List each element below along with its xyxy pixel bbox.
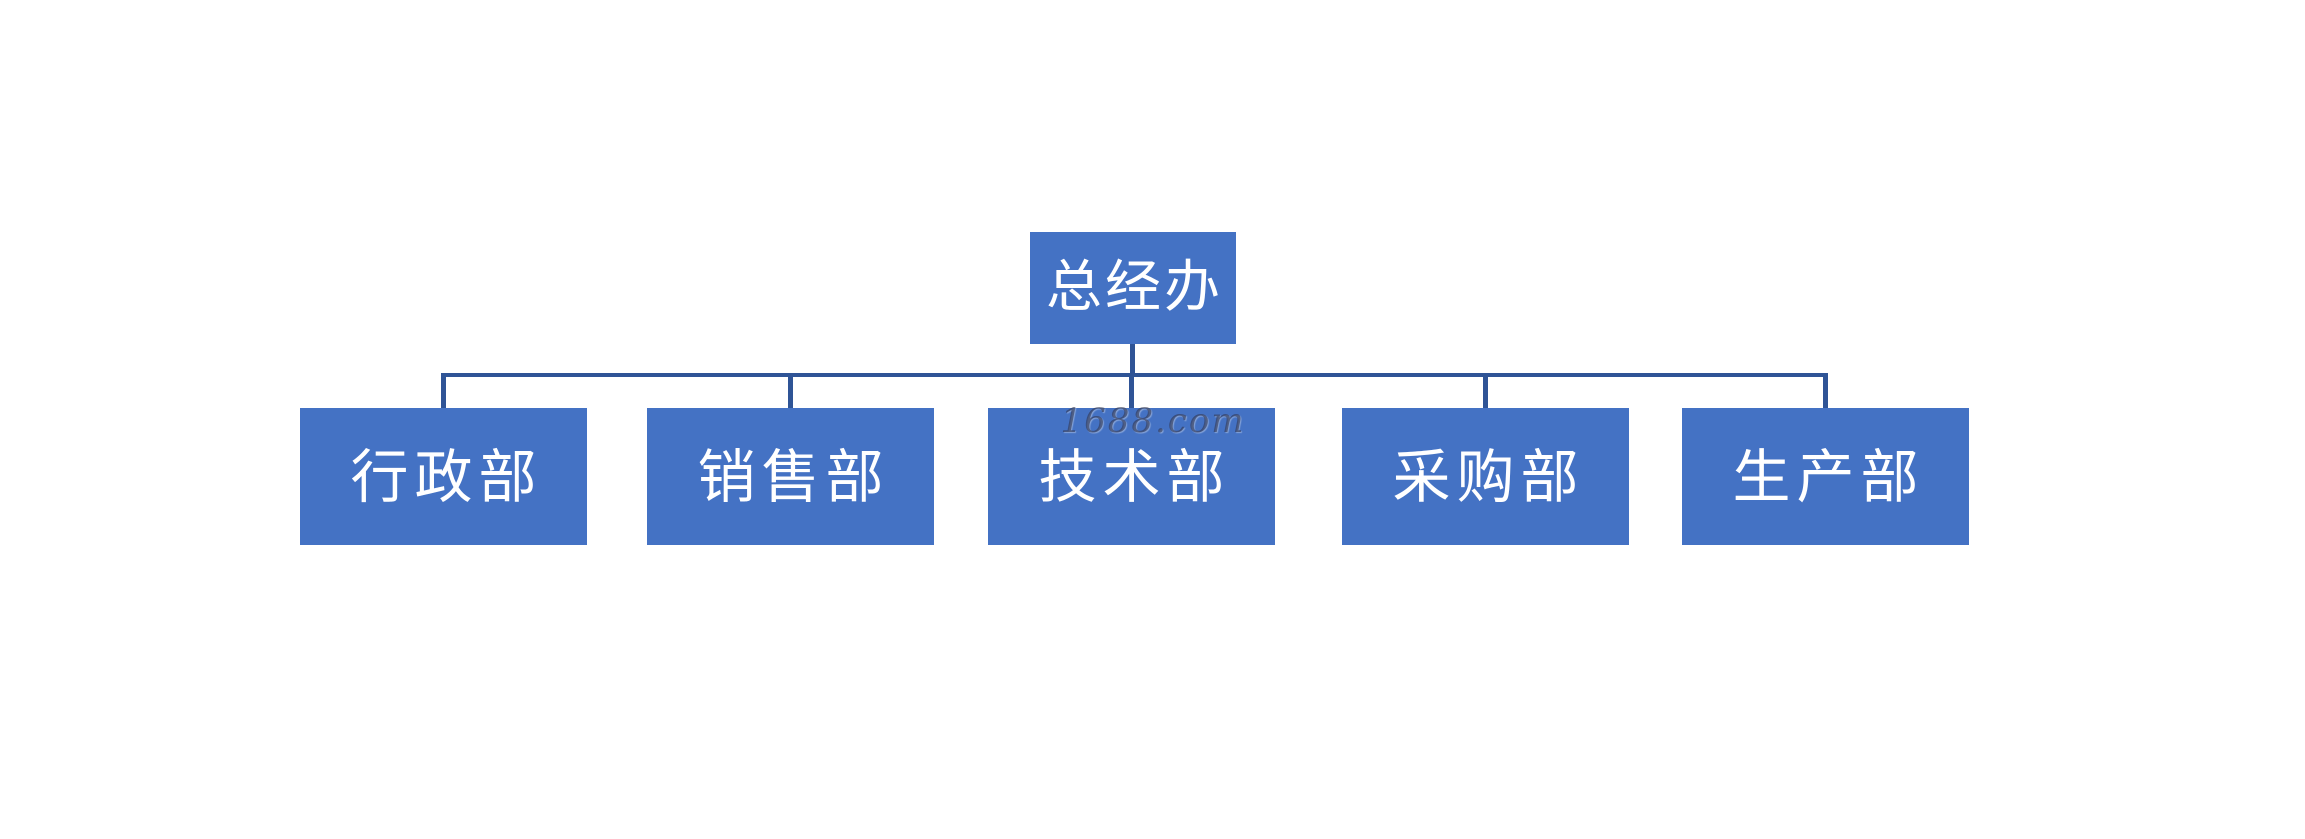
org-node-tech-dept: 技术部 xyxy=(988,408,1275,545)
org-node-production-dept: 生产部 xyxy=(1682,408,1969,545)
connector-root-stub xyxy=(1130,344,1135,374)
connector-horizontal-rail xyxy=(441,373,1828,377)
connector-drop-admin xyxy=(441,373,446,408)
org-node-purchasing-dept: 采购部 xyxy=(1342,408,1629,545)
connector-drop-tech xyxy=(1129,373,1134,408)
connector-drop-purchasing xyxy=(1483,373,1488,408)
org-node-admin-dept: 行政部 xyxy=(300,408,587,545)
org-node-sales-dept: 销售部 xyxy=(647,408,934,545)
org-node-general-manager-office: 总经办 xyxy=(1030,232,1236,344)
connector-drop-production xyxy=(1823,373,1828,408)
connector-drop-sales xyxy=(788,373,793,408)
